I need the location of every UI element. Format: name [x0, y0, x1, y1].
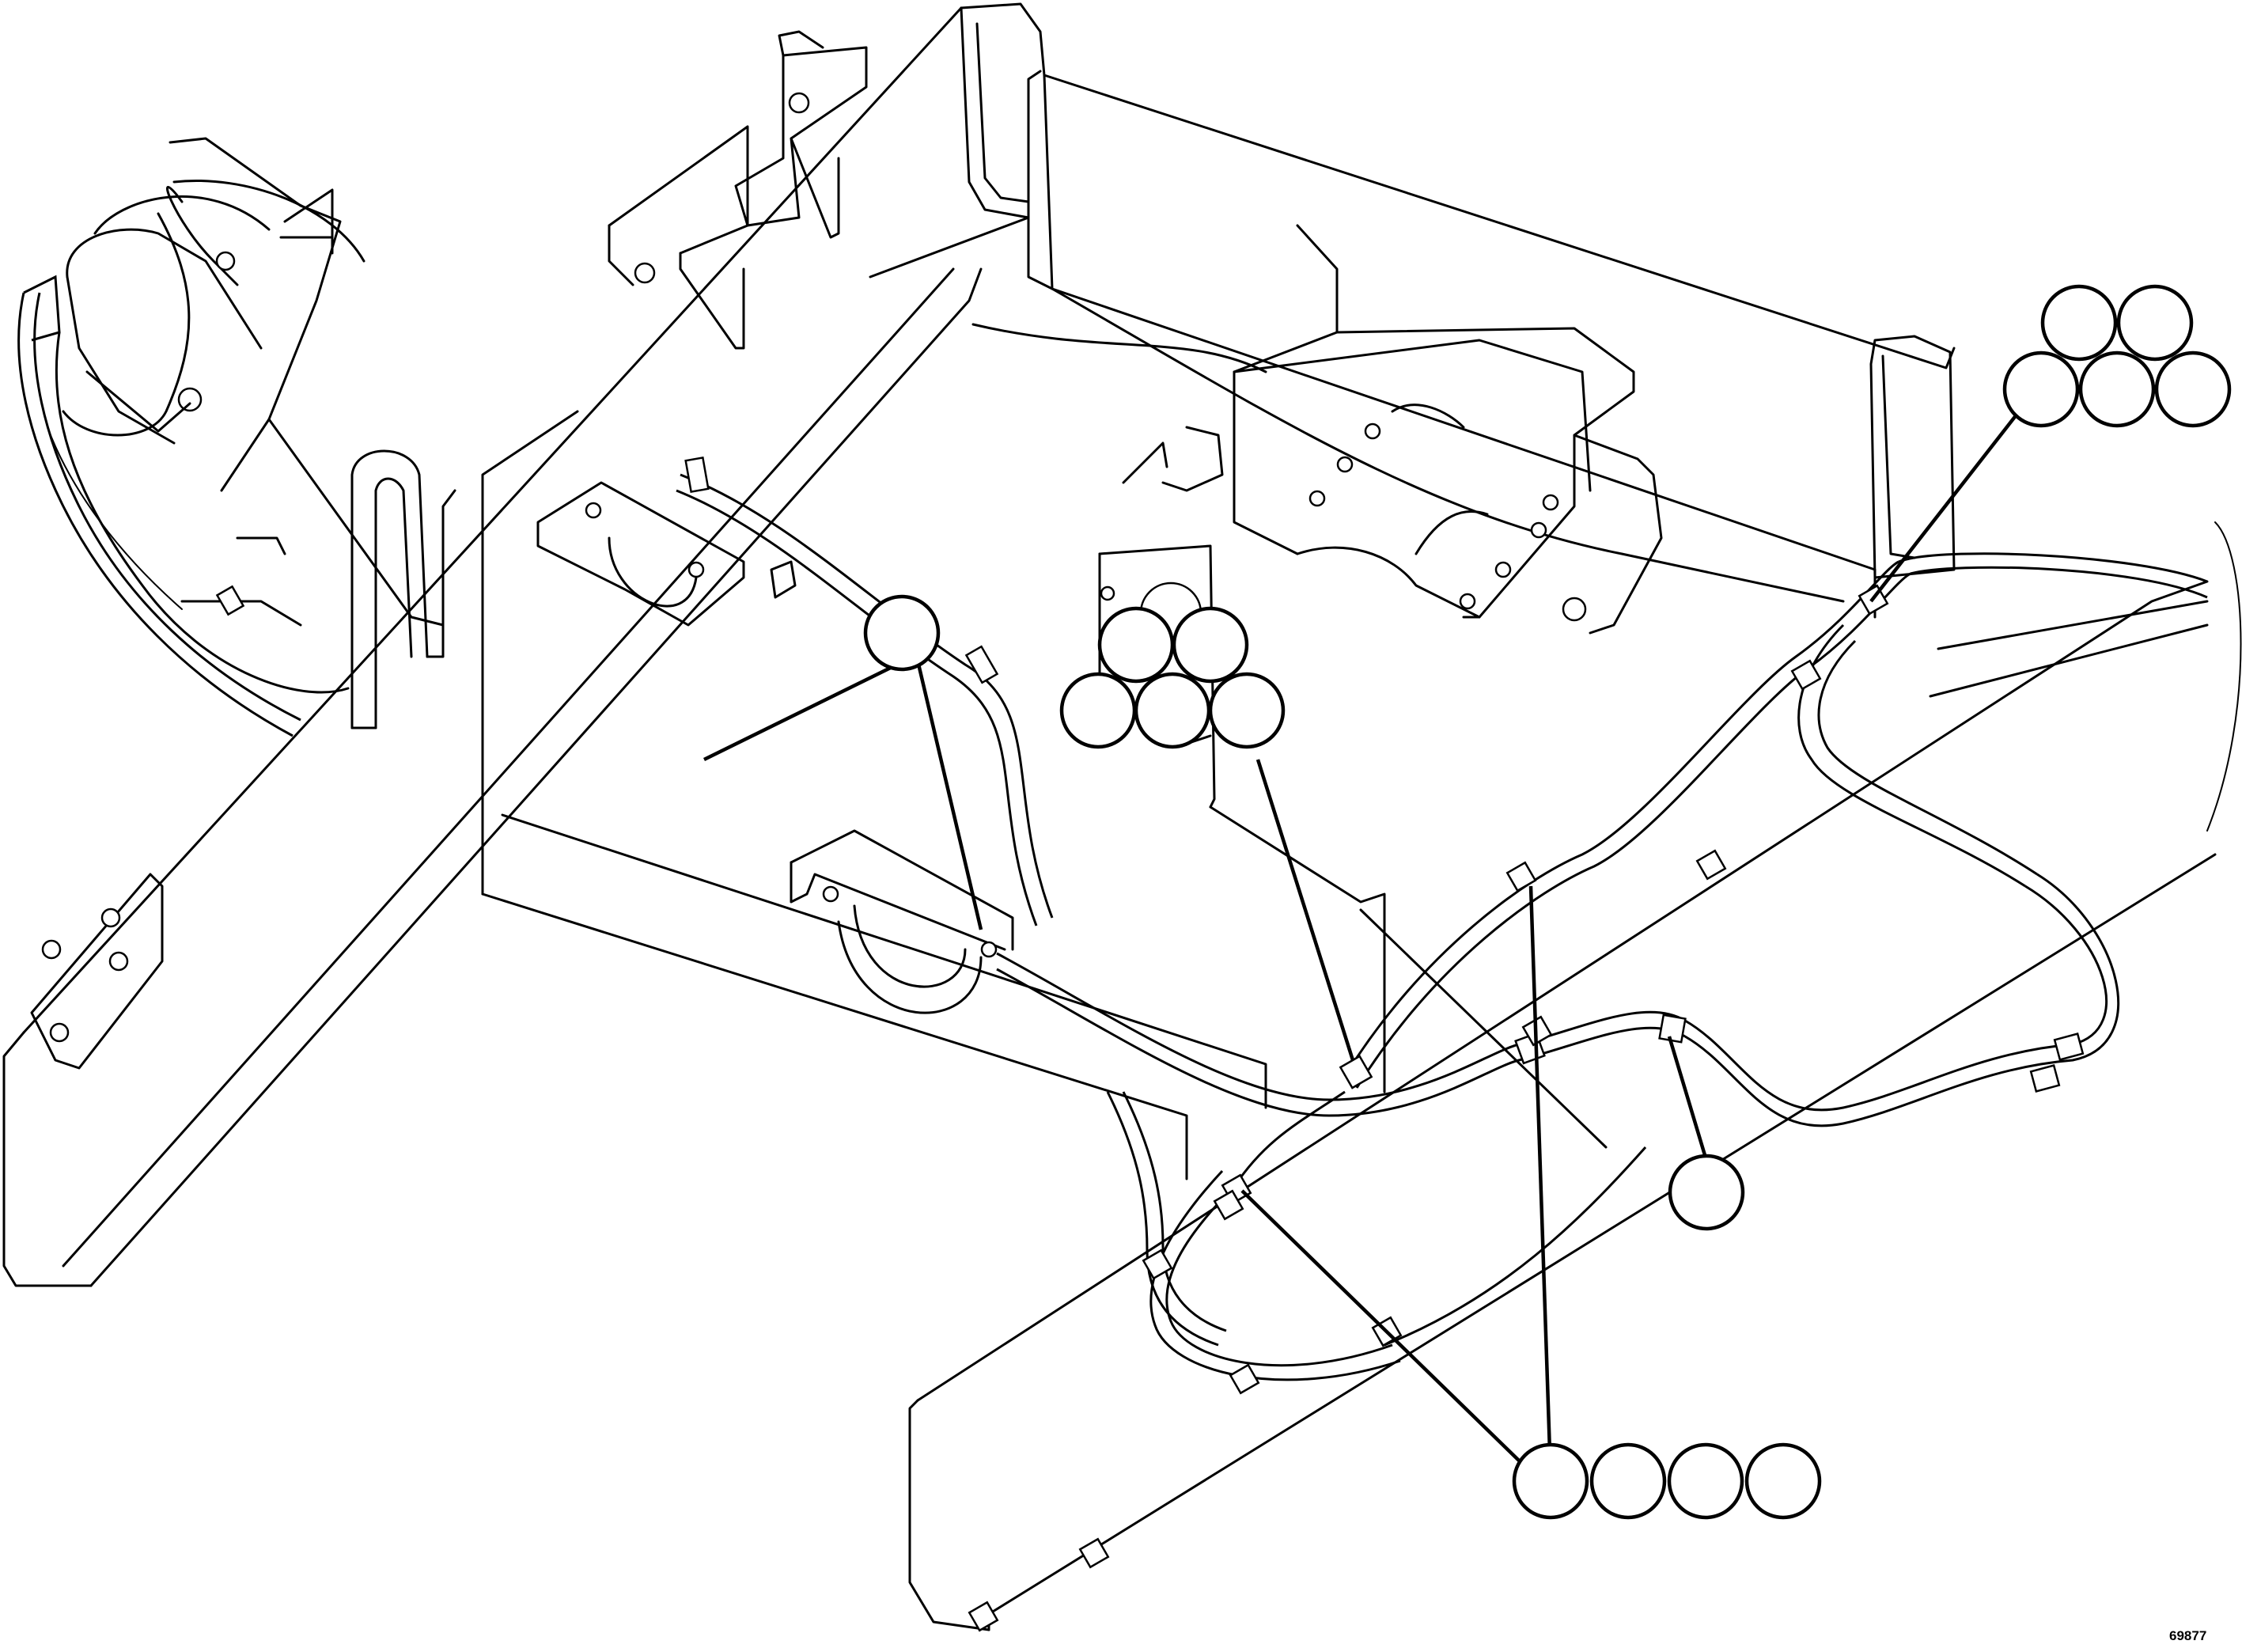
callout-bubble [863, 594, 941, 672]
callout-bubble [1667, 1442, 1744, 1520]
callout-cluster-top-right [2002, 284, 2232, 428]
callout-leaders [703, 402, 2027, 1493]
callout-bubble [1589, 1442, 1667, 1520]
callout-single-right [1668, 1154, 1745, 1231]
callout-bubble [1059, 672, 1137, 749]
callout-row-bottom [1512, 1442, 1822, 1520]
left-spring-assembly [47, 137, 456, 729]
callout-single-left [863, 594, 941, 672]
callout-bubble [1097, 606, 1175, 684]
callout-bubble [1668, 1154, 1745, 1231]
figure-number: 69877 [2169, 1628, 2207, 1643]
center-saddle-block [1122, 224, 1663, 635]
callout-bubble [1172, 606, 1249, 684]
lower-clamps [536, 481, 1386, 1093]
hoses [17, 275, 2208, 1381]
callout-bubble [1208, 672, 1286, 749]
callout-bubble [1512, 1442, 1589, 1520]
top-mount-bracket [608, 30, 868, 350]
callout-bubble [2078, 350, 2156, 428]
callout-bubble [1744, 1442, 1822, 1520]
callout-bubble [1134, 672, 1211, 749]
callout-cluster-center [1059, 606, 1286, 749]
callout-bubble [2116, 284, 2194, 362]
callout-bubble [2154, 350, 2232, 428]
callout-bubble [2002, 350, 2080, 428]
front-plate-left [30, 873, 164, 1070]
callout-bubble [2040, 284, 2118, 362]
